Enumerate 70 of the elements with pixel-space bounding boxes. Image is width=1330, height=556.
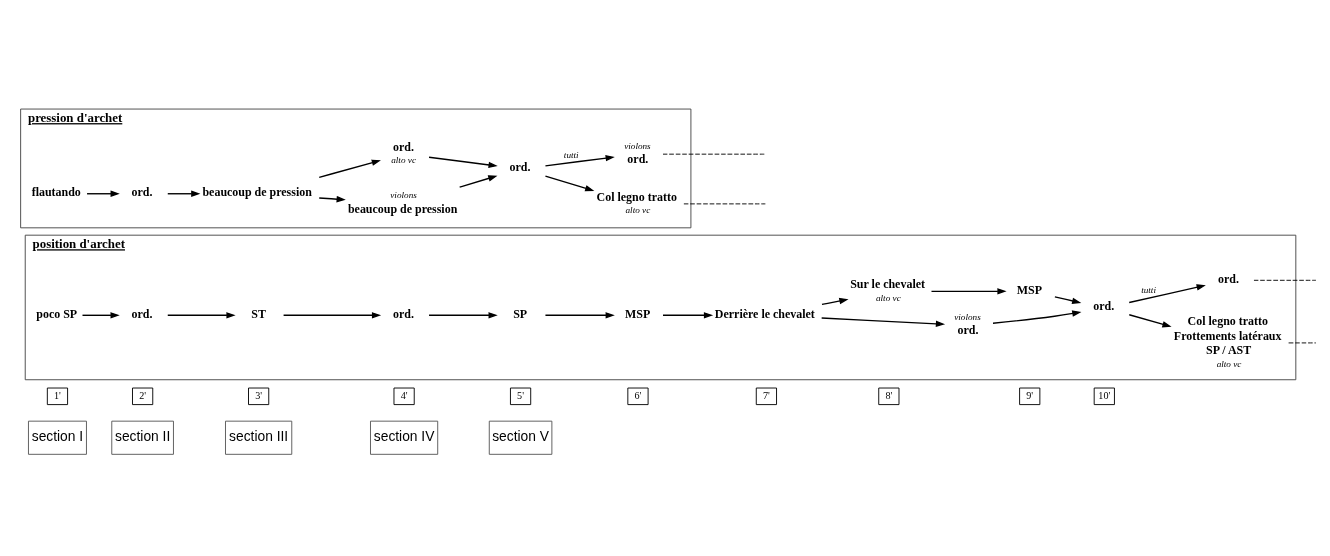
node-text: flautando (31, 184, 81, 199)
node-text: beaucoup de pression (347, 201, 458, 216)
arrow (86, 190, 120, 197)
arrow (428, 156, 498, 169)
node-label: alto vc (625, 205, 651, 216)
arrow (318, 195, 346, 203)
arrow (428, 312, 498, 319)
connector (1253, 279, 1317, 281)
node-text: MSP (1016, 282, 1043, 297)
edge-label: tutti (1141, 285, 1156, 296)
label: 7' (762, 389, 770, 401)
label: section I (31, 427, 84, 444)
node-label: alto vc (1216, 358, 1242, 369)
arrow (318, 159, 381, 178)
arrow (81, 312, 120, 319)
node-text: ord. (1218, 271, 1239, 286)
label: section V (492, 427, 549, 444)
label: 10' (1098, 389, 1111, 401)
node-text: ord. (1093, 299, 1115, 314)
node-text: SP (513, 306, 528, 321)
node-text: ord. (131, 184, 153, 199)
node-text: ST (251, 306, 266, 321)
node-text: ord. (131, 306, 153, 321)
node-text: Sur le chevalet (850, 277, 926, 292)
label: 6' (634, 389, 642, 401)
node-text: Col legno tratto Frottements latéraux SP / AST (1173, 313, 1282, 358)
arrow (167, 312, 236, 319)
node-text: poco SP (36, 306, 78, 321)
connector (683, 203, 766, 205)
node-label: alto vc (391, 155, 416, 166)
node-label: violons (390, 190, 417, 201)
arrow (992, 310, 1082, 324)
label: 2' (139, 389, 147, 401)
node-text: ord. (393, 306, 414, 321)
node-text: ord. (957, 323, 979, 338)
arrow (821, 297, 849, 306)
node-text: MSP (625, 306, 651, 321)
arrow (544, 312, 615, 319)
node-text: ord. (393, 139, 414, 154)
label: section III (229, 427, 289, 444)
arrow (1128, 314, 1172, 328)
arrow (167, 190, 201, 197)
label: section II (115, 427, 171, 444)
node-text: Derrière le chevalet (714, 306, 815, 321)
label: 3' (255, 389, 263, 401)
node-text: ord. (509, 160, 531, 175)
label: section IV (373, 427, 435, 444)
node-label: violons (954, 311, 981, 322)
arrow (544, 175, 595, 192)
arrow (458, 175, 498, 188)
node-label: alto vc (875, 292, 901, 303)
arrow (1054, 296, 1082, 304)
label: 1' (54, 389, 61, 401)
connector (1288, 342, 1317, 344)
arrow (662, 312, 714, 319)
arrow (282, 312, 382, 319)
arrow (820, 317, 946, 328)
arrow (1128, 284, 1206, 304)
label: 4' (400, 389, 408, 401)
connector (662, 153, 766, 155)
label: 9' (1026, 389, 1034, 401)
label: 5' (517, 389, 525, 401)
node-text: ord. (627, 151, 649, 166)
node-text: Col legno tratto (596, 189, 677, 204)
label: 8' (885, 389, 893, 401)
arrow (544, 154, 615, 167)
node-label: violons (624, 140, 651, 151)
edge-label: tutti (563, 149, 579, 160)
node-text: beaucoup de pression (202, 184, 312, 199)
arrow (930, 288, 1007, 295)
